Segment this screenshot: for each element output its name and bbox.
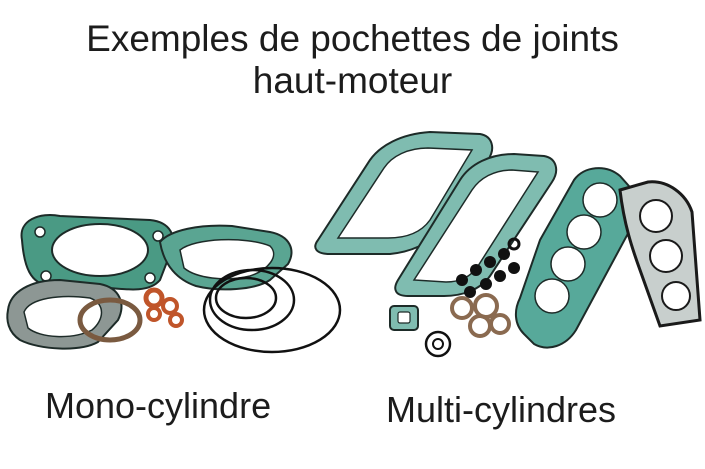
exhaust-seal-ring [77,297,143,343]
copper-seal [143,287,165,309]
multi-cylinder-caption: Multi-cylindres [386,389,617,430]
copper-seal [146,306,162,322]
cylinder-bore-hole [51,223,149,277]
title-line-1: Exemples de pochettes de joints [86,18,619,59]
title-line-2: haut-moteur [252,60,453,101]
seal-ring [450,296,474,320]
multi-cylinder-gasket-set [314,130,702,358]
seal-ring [489,313,511,335]
seal-ring [473,293,499,319]
medium-o-ring [208,268,296,332]
small-o-ring [424,330,452,358]
copper-seal [161,297,179,315]
mono-cylinder-gasket-set [6,214,342,354]
mono-cylinder-caption: Mono-cylindre [45,385,272,426]
small-o-ring [214,276,278,320]
valve-stem-seals [456,237,521,298]
seal-ring [468,314,492,338]
page-title: Exemples de pochettes de joints haut-mot… [0,18,705,102]
gasket-kits-photo [6,130,702,358]
large-o-ring [202,266,342,354]
copper-seal [168,312,184,328]
